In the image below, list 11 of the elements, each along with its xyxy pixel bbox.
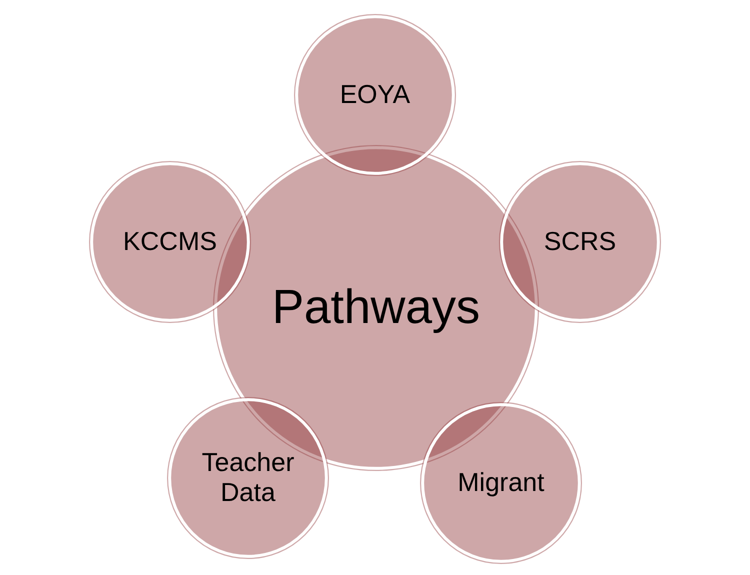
circle-node	[167, 397, 329, 559]
circle-node	[420, 402, 582, 564]
circle-label: Pathways	[272, 280, 480, 336]
circle-label: EOYA	[340, 80, 410, 110]
circle-node	[89, 161, 251, 323]
circle-label: SCRS	[544, 227, 616, 257]
circle-node	[294, 14, 456, 176]
circle-label: Migrant	[458, 468, 544, 498]
circle-label: Teacher Data	[200, 448, 296, 508]
circle-node	[499, 161, 661, 323]
circle-label: KCCMS	[123, 227, 217, 257]
